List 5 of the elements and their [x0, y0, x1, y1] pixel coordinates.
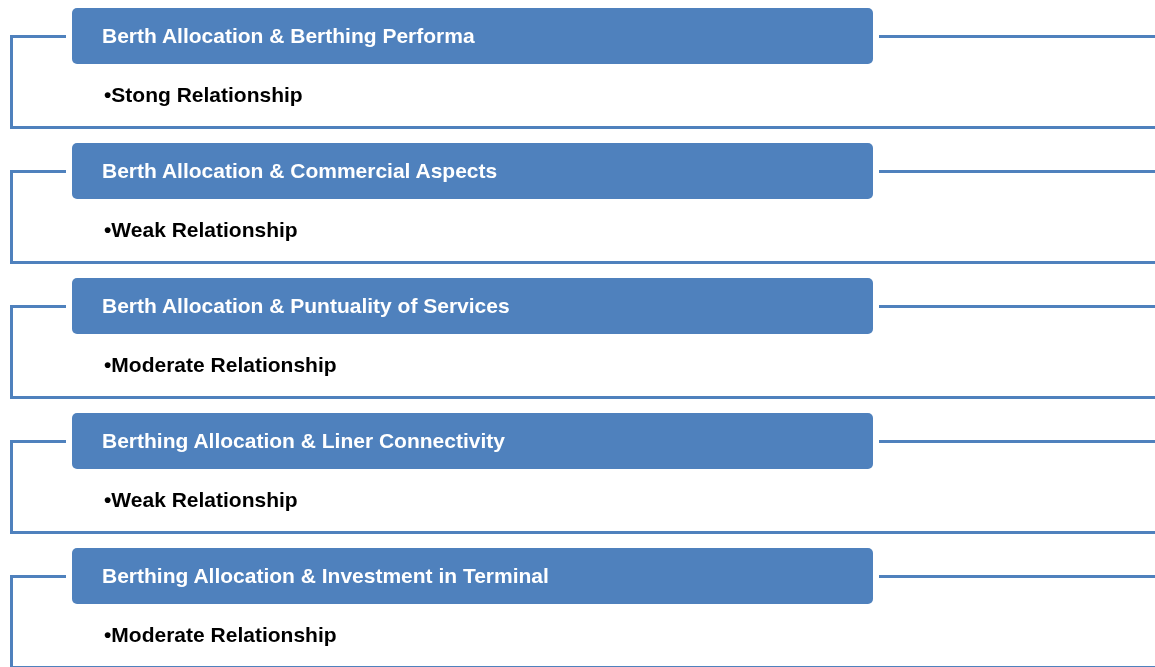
bullet-text: •Weak Relationship — [104, 488, 298, 512]
bullet-text: •Moderate Relationship — [104, 623, 337, 647]
bullet-text: •Stong Relationship — [104, 83, 303, 107]
bullet-text: •Weak Relationship — [104, 218, 298, 242]
bullet-text: •Moderate Relationship — [104, 353, 337, 377]
